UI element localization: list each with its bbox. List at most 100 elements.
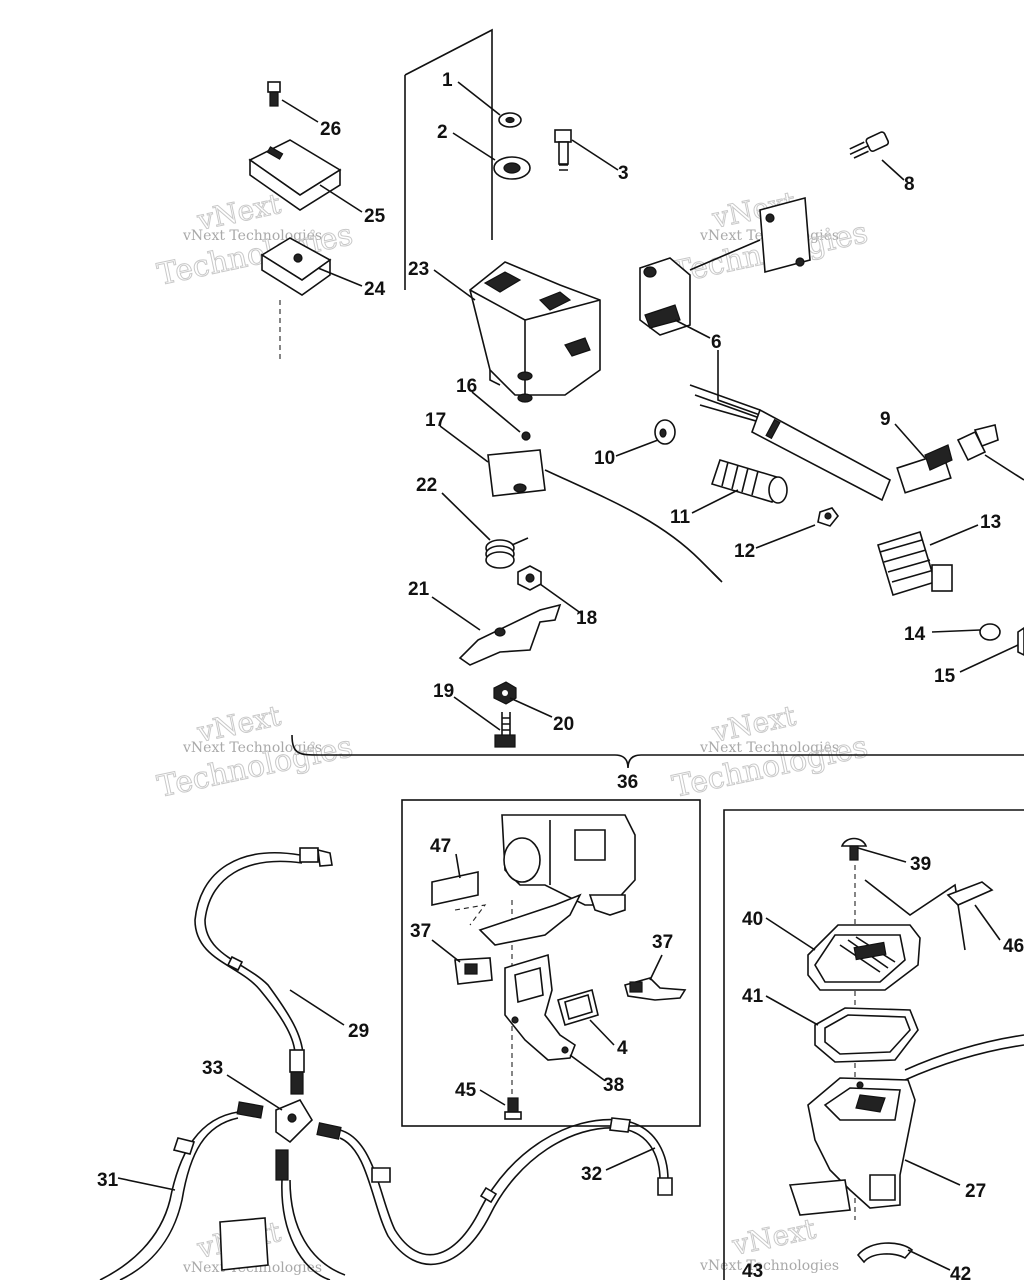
part-plate-upper-right [689,196,811,274]
part-screw-8 [849,131,890,159]
detail-box-center [401,799,701,1127]
watermark-line1: vNext [729,1212,820,1262]
callout-16: 16 [456,376,477,397]
part-sleeve-11 [710,459,788,504]
part-nut-12 [817,507,840,527]
part-hose-32 [339,1117,673,1265]
callout-1: 1 [442,70,453,91]
callout-25: 25 [364,206,386,227]
part-bolt-19 [494,712,516,748]
part-spring-13 [877,530,953,597]
callout-39: 39 [910,854,931,875]
part-wire-harness [689,350,892,502]
part-cover-40 [807,924,921,991]
part-motor-housing [501,814,636,916]
callout-43: 43 [742,1261,763,1280]
part-bracket-38 [504,953,576,1061]
part-nut-18 [517,565,542,591]
part-label-46 [946,881,994,906]
part-nut-20 [493,681,517,705]
callout-21: 21 [408,579,430,600]
part-screw-26 [267,81,281,107]
part-housing-23 [469,261,601,403]
callout-10: 10 [594,448,615,469]
watermark-line2: vNext Technologies [699,740,839,756]
callout-27: 27 [965,1181,986,1202]
watermark-line2: vNext Technologies [182,740,322,756]
part-pin-16 [521,431,531,441]
callout-36: 36 [617,772,638,793]
callout-41: 41 [742,986,764,1007]
part-seal-42 [856,1242,914,1264]
part-connector-9 [896,424,1024,494]
callout-45: 45 [455,1080,477,1101]
part-clip-37-right [624,977,687,1001]
callout-29: 29 [348,1021,369,1042]
callout-6: 6 [711,332,722,353]
group-bracket-36 [291,734,1024,769]
callout-47: 47 [430,836,451,857]
callout-38: 38 [603,1075,624,1096]
watermark-line2: vNext Technologies [182,1260,322,1276]
callout-20: 20 [553,714,574,735]
callout-2: 2 [437,122,448,143]
callout-12: 12 [734,541,755,562]
part-switch-24 [260,237,332,296]
part-hose-lower [281,1179,346,1280]
callout-11: 11 [670,507,691,528]
part-label-47 [431,871,479,906]
part-spring-22 [485,537,529,569]
part-label-lower [219,1217,269,1271]
callout-22: 22 [416,475,437,496]
callout-13: 13 [980,512,1001,533]
callout-26: 26 [320,119,341,140]
callout-4: 4 [617,1038,628,1059]
watermark-group-3: vNext vNext Technologies Technologies [154,698,356,805]
part-screw-39 [840,837,868,861]
callout-9: 9 [880,409,891,430]
part-gasket-41 [814,1007,919,1063]
callout-23: 23 [408,259,429,280]
zigzag-line [864,879,966,951]
callout-3: 3 [618,163,629,184]
part-shaft-17 [487,449,723,583]
callout-37-left: 37 [410,921,431,942]
part-screw-45 [504,1097,522,1120]
part-cable-right [904,1034,1024,1081]
callout-17: 17 [425,410,446,431]
watermark-group-4: vNext vNext Technologies Technologies [669,698,871,805]
part-hose-29 [194,847,333,1095]
part-regulator-27 [788,1077,916,1216]
callout-labels: 1 2 3 4 6 8 9 10 11 12 13 14 15 16 17 18… [97,70,1024,1280]
callout-8: 8 [904,174,915,195]
part-hose-31 [99,1111,239,1280]
callout-31: 31 [97,1170,119,1191]
callout-46: 46 [1003,936,1024,957]
part-bolt-3 [554,129,572,171]
leader-lines [117,81,1019,1271]
part-cover-25 [248,139,342,211]
part-bracket-6 [639,257,691,336]
callout-33: 33 [202,1058,223,1079]
callout-37-right: 37 [652,932,673,953]
frame-line-upper [404,28,493,290]
watermark-group-6: vNext vNext Technologies [699,1211,839,1274]
callout-32: 32 [581,1164,602,1185]
callout-14: 14 [904,624,926,645]
watermark-line2: vNext Technologies [699,1258,839,1274]
part-tee-fitting-33 [236,1098,342,1181]
callout-42: 42 [950,1264,971,1280]
part-gasket-4 [557,988,599,1027]
callout-19: 19 [433,681,454,702]
detail-box-right [723,809,1024,1280]
part-lever-21 [458,603,562,666]
callout-15: 15 [934,666,956,687]
part-cap-15 [1017,627,1024,656]
callout-24: 24 [364,279,386,300]
part-bracket-plate [478,893,582,946]
part-disc-14 [979,623,1001,641]
part-clip-37-left [454,957,493,985]
callout-18: 18 [576,608,597,629]
callout-40: 40 [742,909,763,930]
